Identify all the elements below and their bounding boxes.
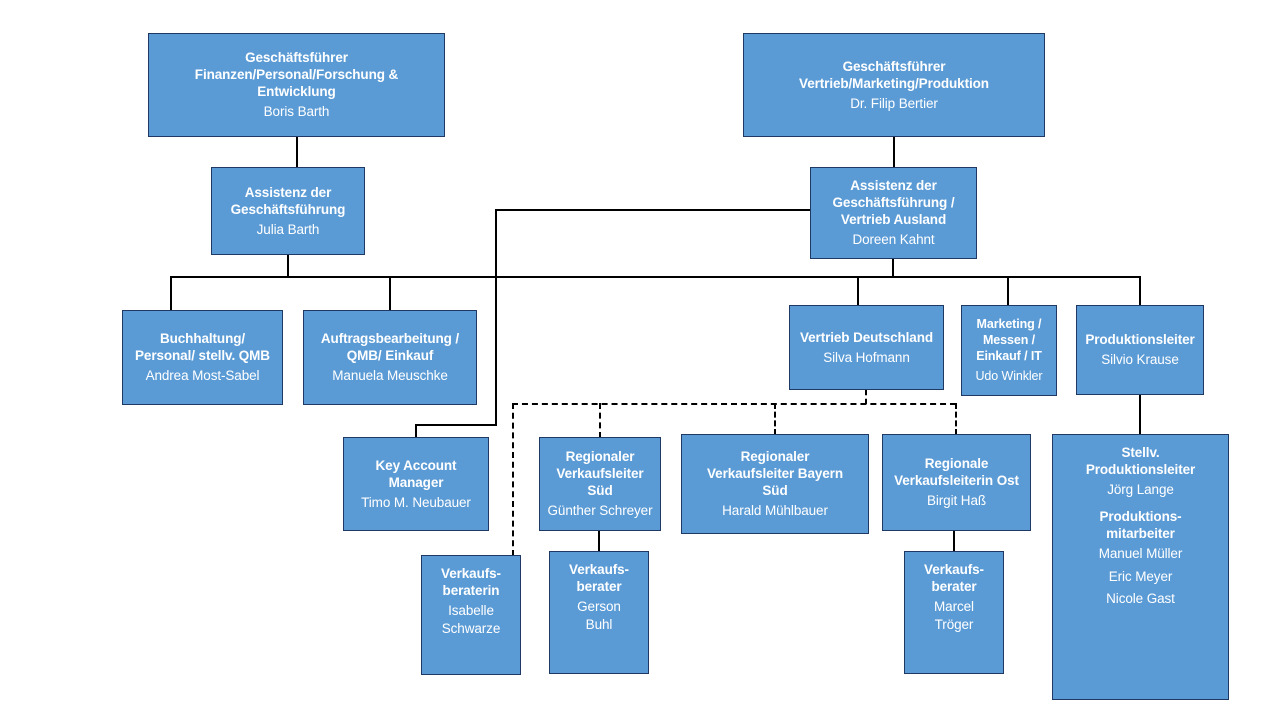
node-person: Timo M. Neubauer: [361, 494, 471, 510]
node-person: Manuela Meuschke: [332, 368, 448, 384]
node-title: Marketing / Messen / Einkauf / IT: [976, 317, 1042, 363]
node-marketing-messen-einkauf-it[interactable]: Marketing / Messen / Einkauf / IT Udo Wi…: [961, 305, 1057, 396]
node-buchhaltung-personal-qmb[interactable]: Buchhaltung/ Personal/ stellv. QMB Andre…: [122, 310, 283, 405]
connector-dashed-bus: [512, 403, 956, 405]
node-geschaeftsfuehrer-finanzen[interactable]: Geschäftsführer Finanzen/Personal/Forsch…: [148, 33, 445, 137]
connector-drop-vertrieb-deutschland: [857, 276, 859, 305]
node-title: Buchhaltung/ Personal/ stellv. QMB: [135, 331, 270, 364]
node-title: Regionaler Verkaufsleiter Süd: [556, 449, 644, 499]
connector-drop-key-account: [415, 424, 417, 438]
node-assistenz-geschaeftsfuehrung[interactable]: Assistenz der Geschäftsführung Julia Bar…: [211, 167, 365, 255]
node-title: Verkaufs- beraterin: [441, 566, 501, 599]
node-title: Auftragsbearbeitung / QMB/ Einkauf: [320, 331, 460, 364]
connector-ausland-branch-vertical: [495, 209, 497, 426]
node-person: Julia Barth: [256, 221, 320, 237]
node-geschaeftsfuehrer-vertrieb[interactable]: Geschäftsführer Vertrieb/Marketing/Produ…: [743, 33, 1045, 137]
node-person: Dr. Filip Bertier: [850, 95, 938, 111]
node-title: Assistenz der Geschäftsführung / Vertrie…: [832, 178, 955, 228]
connector-gf-finanzen-to-assistenz: [296, 137, 298, 167]
node-title: Verkaufs- berater: [924, 562, 984, 595]
node-person: Günther Schreyer: [547, 503, 653, 519]
connector-dashed-drop-rvl-bayern: [774, 403, 776, 435]
node-title: Assistenz der Geschäftsführung: [230, 184, 346, 217]
node-person: Birgit Haß: [926, 493, 986, 509]
connector-drop-buchhaltung: [170, 276, 172, 310]
node-title: Geschäftsführer Vertrieb/Marketing/Produ…: [799, 58, 989, 91]
node-verkaufsberaterin-schwarze[interactable]: Verkaufs- beraterin Isabelle Schwarze: [421, 555, 521, 675]
node-person: Isabelle Schwarze: [441, 603, 501, 636]
node-title: Produktionsleiter: [1085, 332, 1195, 348]
node-staff-member: Eric Meyer: [1108, 568, 1173, 584]
connector-ausland-branch-horizontal: [495, 209, 811, 211]
connector-key-account-horizontal: [415, 424, 497, 426]
connector-assistenz-ausland-down: [892, 259, 894, 277]
node-person: Boris Barth: [263, 104, 330, 120]
node-regionaler-verkaufsleiter-bayern-sued[interactable]: Regionaler Verkaufsleiter Bayern Süd Har…: [681, 434, 869, 534]
node-person: Harald Mühlbauer: [722, 503, 828, 519]
connector-drop-marketing: [1007, 276, 1009, 305]
node-stellv-produktionsleiter[interactable]: Stellv. Produktionsleiter Jörg Lange Pro…: [1052, 434, 1229, 700]
connector-drop-verkaufsberater-buhl: [598, 531, 600, 552]
node-title: Regionaler Verkaufsleiter Bayern Süd: [707, 449, 843, 499]
node-produktionsleiter[interactable]: Produktionsleiter Silvio Krause: [1076, 305, 1204, 395]
node-title: Vertrieb Deutschland: [799, 329, 934, 345]
node-staff-member: Manuel Müller: [1098, 546, 1183, 562]
node-person: Udo Winkler: [975, 368, 1043, 383]
node-title: Regionale Verkaufsleiterin Ost: [894, 456, 1019, 489]
node-title: Key Account Manager: [375, 457, 457, 490]
connector-gf-vertrieb-to-assistenz: [893, 137, 895, 167]
node-person: Marcel Tröger: [934, 599, 974, 632]
node-auftragsbearbeitung-qmb-einkauf[interactable]: Auftragsbearbeitung / QMB/ Einkauf Manue…: [303, 310, 477, 405]
connector-dashed-drop-schwarze: [512, 403, 514, 556]
node-regionale-verkaufsleiterin-ost[interactable]: Regionale Verkaufsleiterin Ost Birgit Ha…: [882, 434, 1031, 531]
node-key-account-manager[interactable]: Key Account Manager Timo M. Neubauer: [343, 437, 489, 531]
node-vertrieb-deutschland[interactable]: Vertrieb Deutschland Silva Hofmann: [789, 305, 944, 390]
node-person: Andrea Most-Sabel: [145, 368, 260, 384]
connector-assistenz-gf-down: [287, 255, 289, 277]
connector-drop-produktionsleiter: [1139, 276, 1141, 305]
connector-drop-auftragsbearbeitung: [389, 276, 391, 310]
connector-drop-verkaufsberater-troeger: [953, 531, 955, 552]
connector-bus-right: [857, 276, 1141, 278]
node-person: Gerson Buhl: [577, 599, 621, 632]
node-person: Silvio Krause: [1101, 352, 1179, 368]
node-regionaler-verkaufsleiter-sued[interactable]: Regionaler Verkaufsleiter Süd Günther Sc…: [539, 437, 661, 531]
connector-drop-stellv-produktionsleiter: [1139, 395, 1141, 435]
node-assistenz-geschaeftsfuehrung-vertrieb-ausland[interactable]: Assistenz der Geschäftsführung / Vertrie…: [810, 167, 977, 259]
node-title: Stellv. Produktionsleiter: [1085, 445, 1196, 478]
connector-dashed-vertrieb-deutschland-down: [865, 390, 867, 404]
connector-bus-left: [170, 276, 992, 278]
node-title: Verkaufs- berater: [569, 562, 629, 595]
connector-dashed-drop-rvl-sued: [599, 403, 601, 438]
node-verkaufsberater-troeger[interactable]: Verkaufs- berater Marcel Tröger: [904, 551, 1004, 674]
node-person: Doreen Kahnt: [852, 232, 935, 248]
node-person: Silva Hofmann: [823, 349, 910, 365]
node-staff-member: Nicole Gast: [1106, 591, 1175, 607]
node-person: Jörg Lange: [1107, 482, 1174, 498]
connector-dashed-drop-rvl-ost: [955, 403, 957, 435]
node-subtitle-produktionsmitarbeiter: Produktions- mitarbeiter: [1099, 508, 1182, 541]
node-title: Geschäftsführer Finanzen/Personal/Forsch…: [194, 50, 399, 100]
node-verkaufsberater-buhl[interactable]: Verkaufs- berater Gerson Buhl: [549, 551, 649, 674]
